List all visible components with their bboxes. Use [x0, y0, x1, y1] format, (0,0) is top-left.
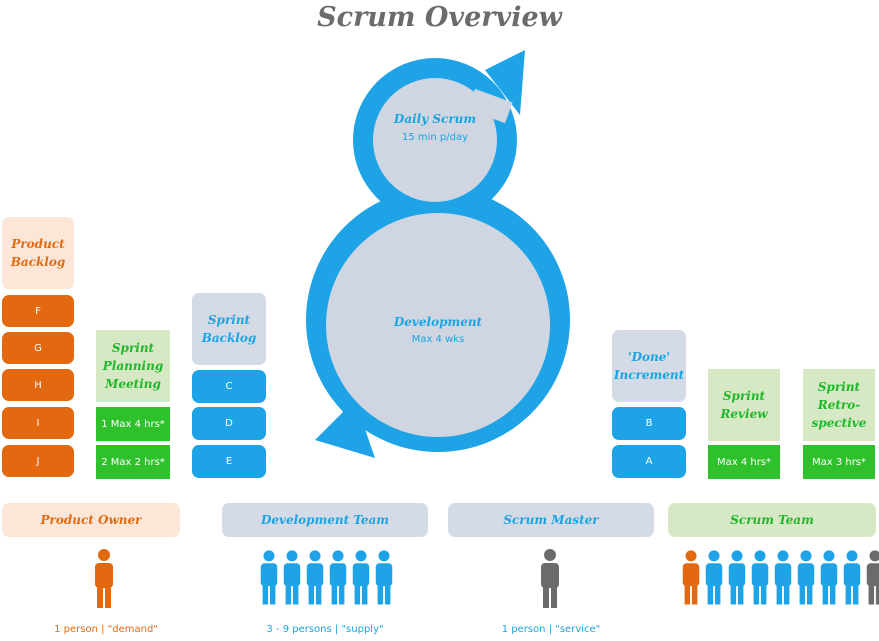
- developer-person-icon: [283, 550, 301, 605]
- developer-person-icon: [751, 550, 769, 605]
- sprint-planning-header: Sprint Planning Meeting: [96, 330, 170, 402]
- scrum-cycle-graphic: [306, 50, 570, 458]
- product-backlog-item-i: I: [2, 407, 74, 439]
- role-scrum-master: Scrum Master: [448, 503, 654, 537]
- role-product-owner: Product Owner: [2, 503, 180, 537]
- sprint-review-header: Sprint Review: [708, 369, 780, 441]
- scrum-master-person-icon: [866, 550, 879, 605]
- development-team-people: [258, 548, 396, 606]
- sprint-planning-step-1: 1 Max 4 hrs*: [96, 407, 170, 441]
- done-increment-header: 'Done' Increment: [612, 330, 686, 402]
- developer-person-icon: [375, 550, 393, 605]
- developer-person-icon: [843, 550, 861, 605]
- developer-person-icon: [260, 550, 278, 605]
- product-owner-caption: 1 person | "demand": [54, 624, 158, 635]
- daily-scrum-arrow-head: [485, 50, 525, 115]
- scrum-master-caption: 1 person | "service": [501, 624, 601, 635]
- product-backlog-item-g: G: [2, 332, 74, 364]
- sprint-backlog-item-e: E: [192, 445, 266, 478]
- daily-scrum-duration: 15 min p/day: [401, 132, 469, 143]
- product-owner-person-icon: [95, 549, 113, 608]
- sprint-backlog-item-d: D: [192, 407, 266, 440]
- developer-person-icon: [820, 550, 838, 605]
- sprint-review-duration: Max 4 hrs*: [708, 445, 780, 479]
- developer-person-icon: [705, 550, 723, 605]
- developer-person-icon: [728, 550, 746, 605]
- developer-person-icon: [774, 550, 792, 605]
- developer-person-icon: [797, 550, 815, 605]
- scrum-master-person-icon: [541, 549, 559, 608]
- sprint-retrospective-header: Sprint Retro-spective: [803, 369, 875, 441]
- development-team-caption: 3 - 9 persons | "supply": [266, 624, 384, 635]
- product-backlog-header: Product Backlog: [2, 217, 74, 289]
- page-title: Scrum Overview: [317, 2, 562, 33]
- role-development-team: Development Team: [222, 503, 428, 537]
- done-increment-item-a: A: [612, 445, 686, 478]
- product-backlog-item-j: J: [2, 445, 74, 477]
- daily-scrum-label: Daily Scrum: [393, 112, 477, 126]
- product-owner-person-icon: [682, 550, 700, 605]
- sprint-retrospective-duration: Max 3 hrs*: [803, 445, 875, 479]
- developer-person-icon: [306, 550, 324, 605]
- sprint-backlog-header: Sprint Backlog: [192, 293, 266, 365]
- daily-scrum-circle: [373, 78, 497, 202]
- sprint-planning-step-2: 2 Max 2 hrs*: [96, 445, 170, 479]
- product-backlog-item-h: H: [2, 369, 74, 401]
- development-circle: [326, 213, 550, 437]
- role-scrum-team: Scrum Team: [668, 503, 876, 537]
- product-backlog-item-f: F: [2, 295, 74, 327]
- sprint-backlog-item-c: C: [192, 370, 266, 403]
- development-duration: Max 4 wks: [411, 334, 465, 345]
- done-increment-item-b: B: [612, 407, 686, 440]
- development-arrow-head: [315, 400, 375, 458]
- scrum-team-people: [680, 548, 879, 606]
- developer-person-icon: [329, 550, 347, 605]
- developer-person-icon: [352, 550, 370, 605]
- development-label: Development: [393, 315, 483, 329]
